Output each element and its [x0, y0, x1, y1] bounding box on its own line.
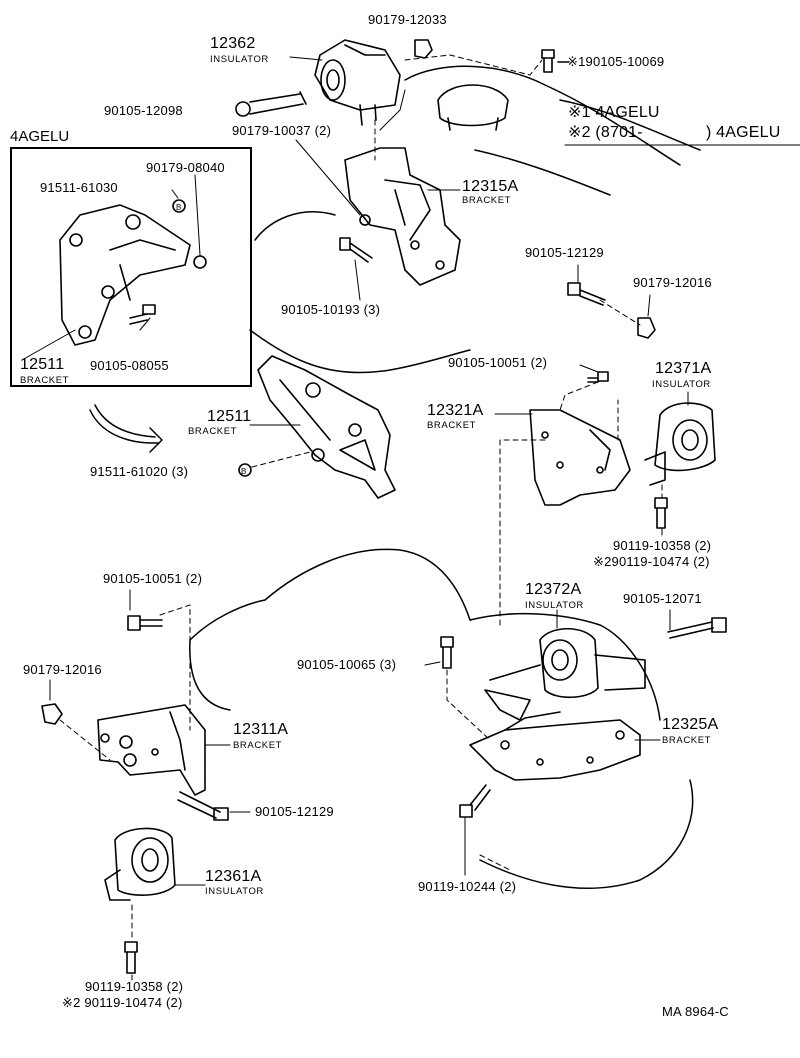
label-12361A-desc: INSULATOR [205, 886, 264, 897]
inset-title: 4AGELU [10, 128, 70, 145]
label-12371A: 12371A [655, 360, 712, 377]
washer-icon: B [238, 463, 252, 477]
bolt-icon [177, 791, 229, 821]
label-12315A: 12315A [462, 178, 519, 195]
label-91511-61030: 91511-61030 [40, 180, 118, 195]
leader-lines-inset [21, 174, 201, 361]
diagram-code: MA 8964-C [662, 1004, 729, 1019]
label-90179-12016-left: 90179-12016 [23, 662, 102, 677]
label-12321A-desc: BRACKET [427, 420, 477, 431]
insulator-12372A-icon [484, 628, 646, 721]
nut-icon [414, 39, 433, 59]
label-12311A-desc: BRACKET [233, 740, 283, 751]
label-12321A: 12321A [427, 402, 484, 419]
inset-frame [10, 147, 252, 387]
nut-icon: B [172, 199, 207, 269]
bolt-icon [567, 282, 606, 306]
cap-icon [437, 84, 509, 131]
bracket-12311A-icon [97, 704, 206, 796]
label-12315A-desc: BRACKET [462, 195, 512, 206]
label-190105-10069: ※190105-10069 [567, 54, 665, 69]
label-90179-08040: 90179-08040 [146, 160, 225, 175]
leader-lines-12315A [354, 189, 461, 301]
label-12362-desc: INSULATOR [210, 54, 269, 65]
label-12362: 12362 [210, 35, 256, 52]
nut-icon [41, 703, 63, 725]
bolt-icon [440, 636, 454, 669]
bracket-12315A-icon [344, 147, 461, 286]
label-12371A-desc: INSULATOR [652, 379, 711, 390]
label-12311A: 12311A [233, 721, 289, 738]
engine-outline [189, 65, 701, 890]
svg-text:B: B [241, 467, 246, 476]
label-90105-10051-left: 90105-10051 (2) [103, 571, 203, 586]
label-90105-10193: 90105-10193 (3) [281, 302, 381, 317]
svg-text:B: B [176, 203, 181, 212]
note-2-suffix: ) 4AGELU [706, 124, 781, 141]
label-12511: 12511 [207, 408, 252, 425]
label-90179-12016-top: 90179-12016 [633, 275, 712, 290]
label-90179-12033: 90179-12033 [368, 12, 447, 27]
label-12325A-desc: BRACKET [662, 735, 712, 746]
label-90105-10065: 90105-10065 (3) [297, 657, 397, 672]
label-90105-10051-top: 90105-10051 (2) [448, 355, 548, 370]
label-90105-08055: 90105-08055 [90, 358, 169, 373]
inset-bracket-12511 [59, 204, 191, 346]
label-12511-desc: BRACKET [188, 426, 238, 437]
label-90179-10037: 90179-10037 (2) [232, 123, 332, 138]
label-290119-10474-right: ※290119-10474 (2) [593, 554, 710, 569]
bracket-12511-icon [257, 355, 396, 499]
label-90105-12071: 90105-12071 [623, 591, 702, 606]
insulator-12361A-icon [104, 827, 176, 901]
label-12325A: 12325A [662, 716, 719, 733]
label-12511-inset: 12511 [20, 356, 65, 373]
nut-icon [637, 317, 656, 339]
bolt-icon [129, 304, 156, 325]
leader-lines-lower-right [424, 609, 671, 876]
insulator-12371A-icon [644, 402, 716, 486]
bolt-icon [124, 941, 138, 974]
bolt-icon [654, 497, 668, 529]
bolt-icon [127, 615, 163, 631]
bolt-icon [667, 617, 727, 639]
bracket-12321A-icon [529, 409, 631, 506]
label-91511-61020: 91511-61020 (3) [90, 464, 189, 479]
label-12372A-desc: INSULATOR [525, 600, 584, 611]
leader-lines-lower-left [49, 589, 251, 981]
insulator-12362-icon [314, 39, 401, 126]
label-90119-10358-right: 90119-10358 (2) [613, 538, 712, 553]
label-90105-12129-bottom: 90105-12129 [255, 804, 334, 819]
bolt-icon [587, 371, 609, 383]
label-290119-10474-bottom: ※2 90119-10474 (2) [62, 995, 183, 1010]
note-1: ※1 4AGELU [568, 104, 660, 121]
label-90119-10358-bottom: 90119-10358 (2) [85, 979, 184, 994]
label-90105-12129-top: 90105-12129 [525, 245, 604, 260]
bracket-12325A-icon [469, 711, 641, 781]
bolt-icon [459, 784, 491, 818]
bolt-icon [235, 91, 307, 117]
label-12511-inset-desc: BRACKET [20, 375, 70, 386]
leader-lines-top [289, 54, 800, 216]
bolt-icon [541, 49, 569, 73]
label-12361A: 12361A [205, 868, 262, 885]
label-90105-12098: 90105-12098 [104, 103, 183, 118]
leader-lines-right-upper [494, 264, 689, 626]
label-12372A: 12372A [525, 581, 582, 598]
leader-lines-12511 [249, 424, 311, 468]
label-90119-10244: 90119-10244 (2) [418, 879, 517, 894]
arrow-icon [89, 404, 163, 453]
bolt-icon [339, 237, 373, 263]
note-2-prefix: ※2 (8701- [568, 124, 643, 141]
